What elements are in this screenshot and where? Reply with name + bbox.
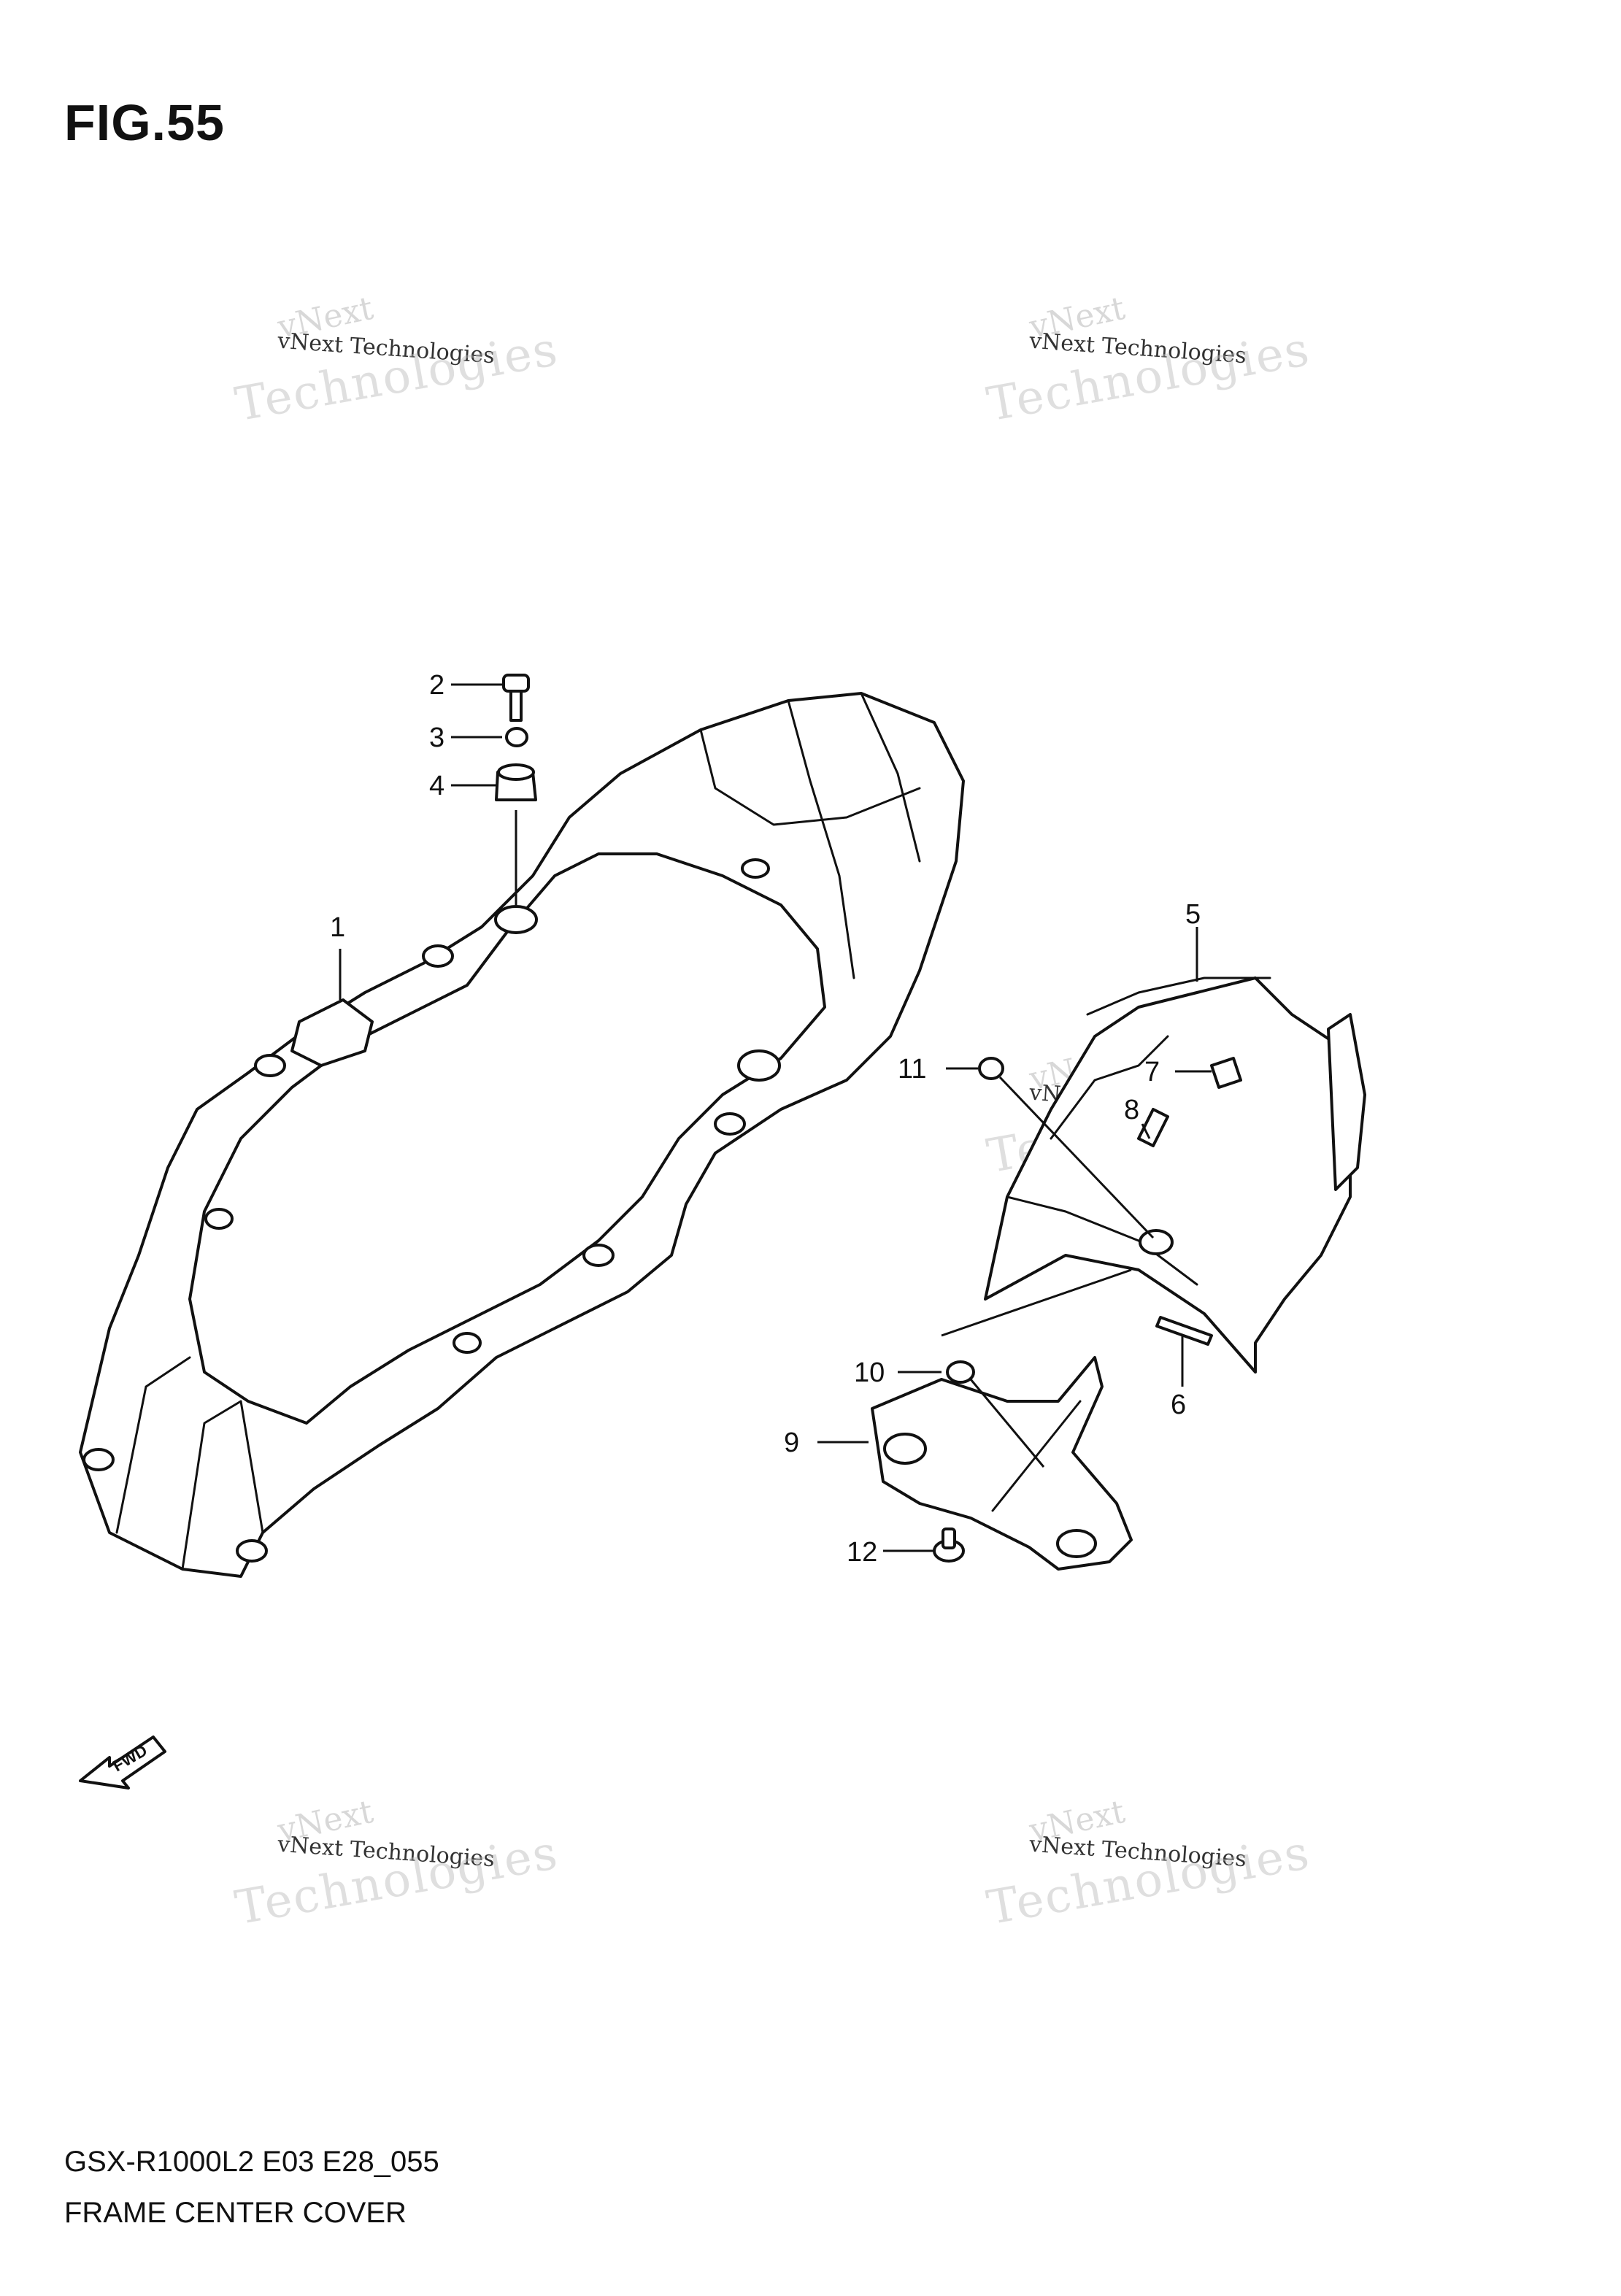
callout-8: 8 — [1124, 1095, 1140, 1125]
strip-part — [1155, 1316, 1213, 1387]
grommet-part — [451, 763, 537, 905]
side-cover-part — [984, 927, 1366, 1374]
callout-9: 9 — [784, 1428, 800, 1458]
fwd-arrow-icon: FWD — [79, 1736, 166, 1790]
callout-7: 7 — [1144, 1057, 1160, 1087]
fastener-12-part — [883, 1528, 965, 1563]
washer-part — [451, 727, 528, 747]
bolt-part — [451, 674, 530, 722]
callout-6: 6 — [1171, 1390, 1187, 1420]
washer-10-part — [898, 1360, 1045, 1468]
callout-8-leader — [1141, 1123, 1151, 1139]
model-code: GSX-R1000L2 E03 E28_055 — [64, 2146, 439, 2178]
figure-title: FIG.55 — [64, 94, 225, 151]
lower-bracket-part — [817, 1268, 1133, 1571]
callout-1: 1 — [330, 912, 346, 943]
callout-4: 4 — [429, 771, 445, 801]
nut-part — [946, 1057, 1155, 1239]
callout-2: 2 — [429, 670, 445, 701]
callout-11: 11 — [898, 1054, 927, 1085]
callout-10: 10 — [854, 1357, 885, 1388]
section-name: FRAME CENTER COVER — [64, 2197, 407, 2229]
frame-center-cover-part — [79, 692, 965, 1578]
callout-12: 12 — [847, 1537, 878, 1568]
callout-3: 3 — [429, 723, 445, 753]
callout-5: 5 — [1185, 899, 1201, 930]
